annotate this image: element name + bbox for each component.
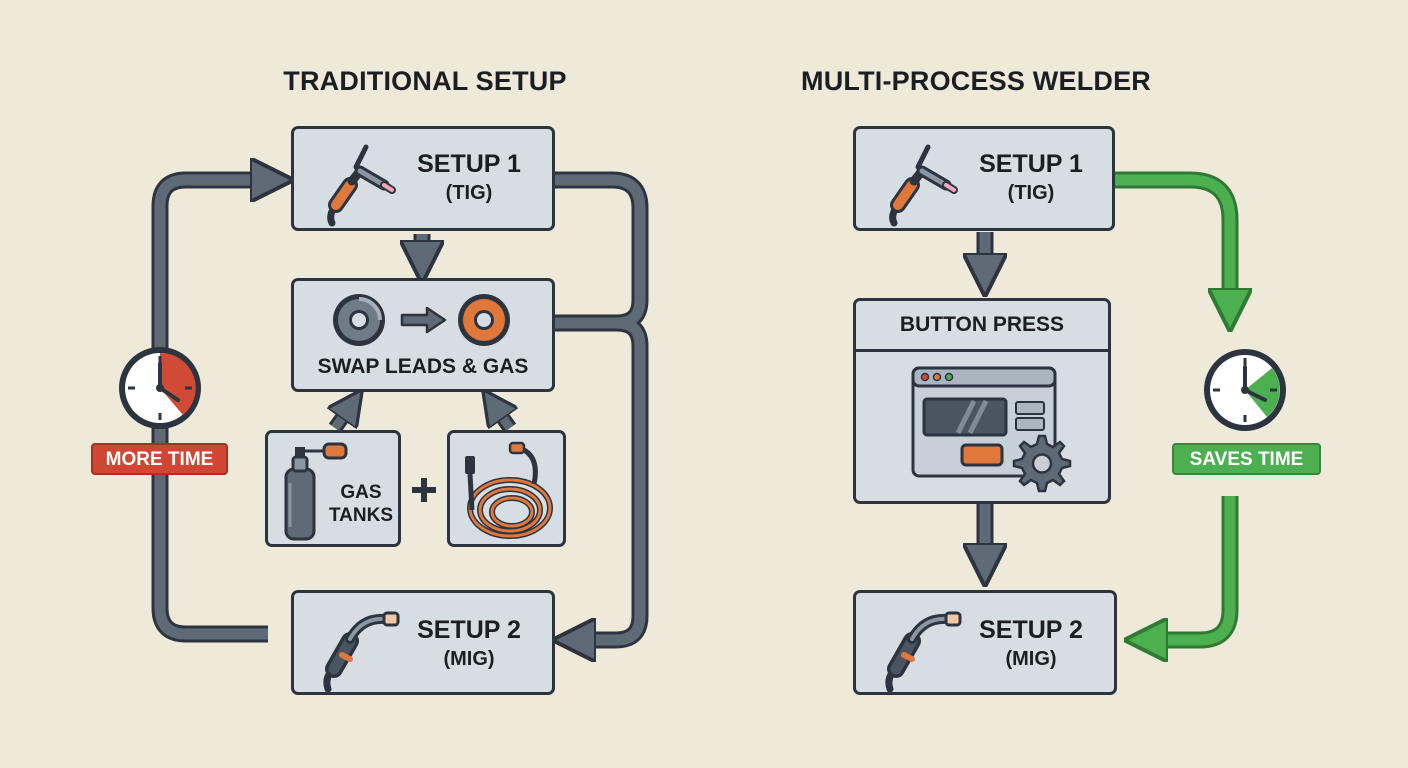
right-setup1-title: SETUP 1 (979, 150, 1083, 178)
more-time-badge: MORE TIME (91, 443, 228, 475)
plus-icon (412, 478, 436, 502)
left-panel-title: TRADITIONAL SETUP (283, 66, 567, 96)
arrow-right-icon (400, 306, 447, 334)
left-setup1-sub: (TIG) (445, 182, 493, 204)
gas-tank-icon (284, 442, 348, 541)
right-setup1-box: SETUP 1 (TIG) (853, 126, 1115, 231)
left-setup2-sub: (MIG) (443, 648, 495, 670)
plus-label: + (410, 474, 438, 504)
left-setup2-box: SETUP 2 (MIG) (291, 590, 555, 695)
left-cable-box (447, 430, 566, 547)
left-gas-box: GAS TANKS (265, 430, 401, 547)
left-setup1-title: SETUP 1 (417, 150, 521, 178)
right-setup2-box: SETUP 2 (MIG) (853, 590, 1117, 695)
right-setup2-title: SETUP 2 (979, 616, 1083, 644)
clock-red-icon (119, 347, 201, 429)
left-gas-line1: GAS (340, 482, 382, 503)
right-panel-title: MULTI-PROCESS WELDER (801, 66, 1151, 96)
cable-coil-icon (465, 441, 553, 539)
right-button-press-box: BUTTON PRESS (853, 298, 1111, 504)
left-setup2-title: SETUP 2 (417, 616, 521, 644)
left-setup1-label: SETUP 1 (TIG) (394, 149, 544, 207)
left-setup1-box: SETUP 1 (TIG) (291, 126, 555, 231)
left-swap-box: SWAP LEADS & GAS (291, 278, 555, 392)
left-bracket-arrow (555, 171, 649, 640)
spool-gray-icon (333, 294, 385, 346)
right-green-arrow-bottom (1146, 496, 1239, 640)
right-setup2-label: SETUP 2 (MIG) (956, 615, 1106, 673)
right-green-arrow-top (1115, 171, 1230, 310)
control-panel-icon (911, 366, 1072, 493)
right-setup1-sub: (TIG) (1007, 182, 1055, 204)
left-cable-up-arrow (493, 404, 510, 433)
right-button-press-label: BUTTON PRESS (899, 313, 1065, 336)
clock-green-icon (1204, 349, 1286, 431)
spool-orange-icon (458, 294, 510, 346)
left-gas-line2: TANKS (328, 505, 394, 526)
right-setup1-label: SETUP 1 (TIG) (956, 149, 1106, 207)
saves-time-badge: SAVES TIME (1172, 443, 1321, 475)
tig-torch-icon (327, 144, 396, 227)
tig-torch-icon (889, 144, 958, 227)
left-gas-label: GAS TANKS (326, 481, 396, 527)
right-setup2-sub: (MIG) (1005, 648, 1057, 670)
mig-gun-icon (885, 611, 962, 693)
left-setup2-label: SETUP 2 (MIG) (394, 615, 544, 673)
button-press-divider (856, 349, 1108, 352)
left-swap-label: SWAP LEADS & GAS (317, 355, 529, 378)
mig-gun-icon (323, 611, 400, 693)
left-gas-up-arrow (335, 404, 352, 433)
